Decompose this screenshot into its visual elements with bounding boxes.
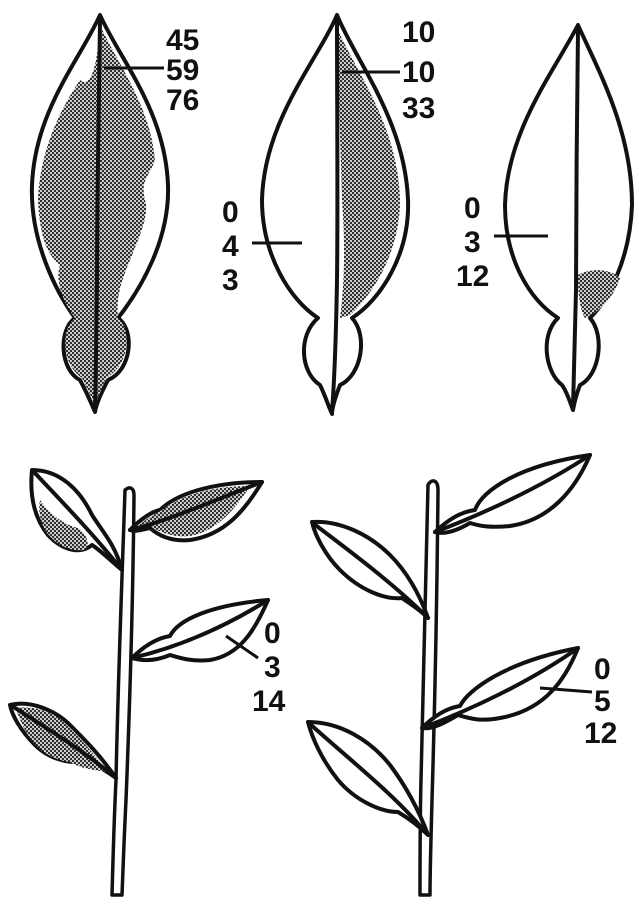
leaf-c-label-2: 3 bbox=[464, 226, 481, 259]
leaf-a-label-3: 76 bbox=[166, 84, 199, 117]
leaf-c-label-1: 0 bbox=[464, 192, 481, 225]
shoot-left-leaf-upper-right bbox=[130, 482, 262, 540]
leaf-a-label-1: 45 bbox=[166, 24, 199, 57]
shoot-left-leaf-upper-left bbox=[31, 470, 122, 570]
leaf-b-label-lower-2: 4 bbox=[222, 230, 239, 263]
shoot-left: 0 3 14 bbox=[10, 470, 286, 895]
shoot-right-leaf-upper-left bbox=[312, 522, 428, 618]
shoot-right-leaf-upper-right bbox=[435, 455, 590, 533]
shoot-right: 0 5 12 bbox=[308, 455, 617, 895]
leaf-b-label-upper-1: 10 bbox=[402, 16, 435, 49]
shoot-right-label-3: 12 bbox=[584, 717, 617, 750]
leaf-c-blade bbox=[505, 25, 632, 410]
shoot-left-label-2: 3 bbox=[264, 651, 281, 684]
leaf-b-label-lower-1: 0 bbox=[222, 196, 239, 229]
leaf-b-label-upper-3: 33 bbox=[402, 92, 435, 125]
leaf-b: 10 10 33 0 4 3 bbox=[222, 15, 435, 414]
shoot-right-label-1: 0 bbox=[594, 653, 611, 686]
leaf-a-label-2: 59 bbox=[166, 54, 199, 87]
leaf-c: 0 3 12 bbox=[456, 25, 632, 410]
leaf-c-label-3: 12 bbox=[456, 260, 489, 293]
shoot-right-label-2: 5 bbox=[594, 685, 611, 718]
leaf-b-label-upper-2: 10 bbox=[402, 56, 435, 89]
shoot-left-label-3: 14 bbox=[252, 685, 286, 718]
shoot-left-label-1: 0 bbox=[264, 617, 281, 650]
shoot-right-leaf-lower-left bbox=[308, 722, 428, 835]
leaf-a: 45 59 76 bbox=[32, 15, 199, 412]
leaf-b-label-lower-3: 3 bbox=[222, 264, 239, 297]
shoot-left-leaf-lower-left bbox=[10, 704, 116, 778]
